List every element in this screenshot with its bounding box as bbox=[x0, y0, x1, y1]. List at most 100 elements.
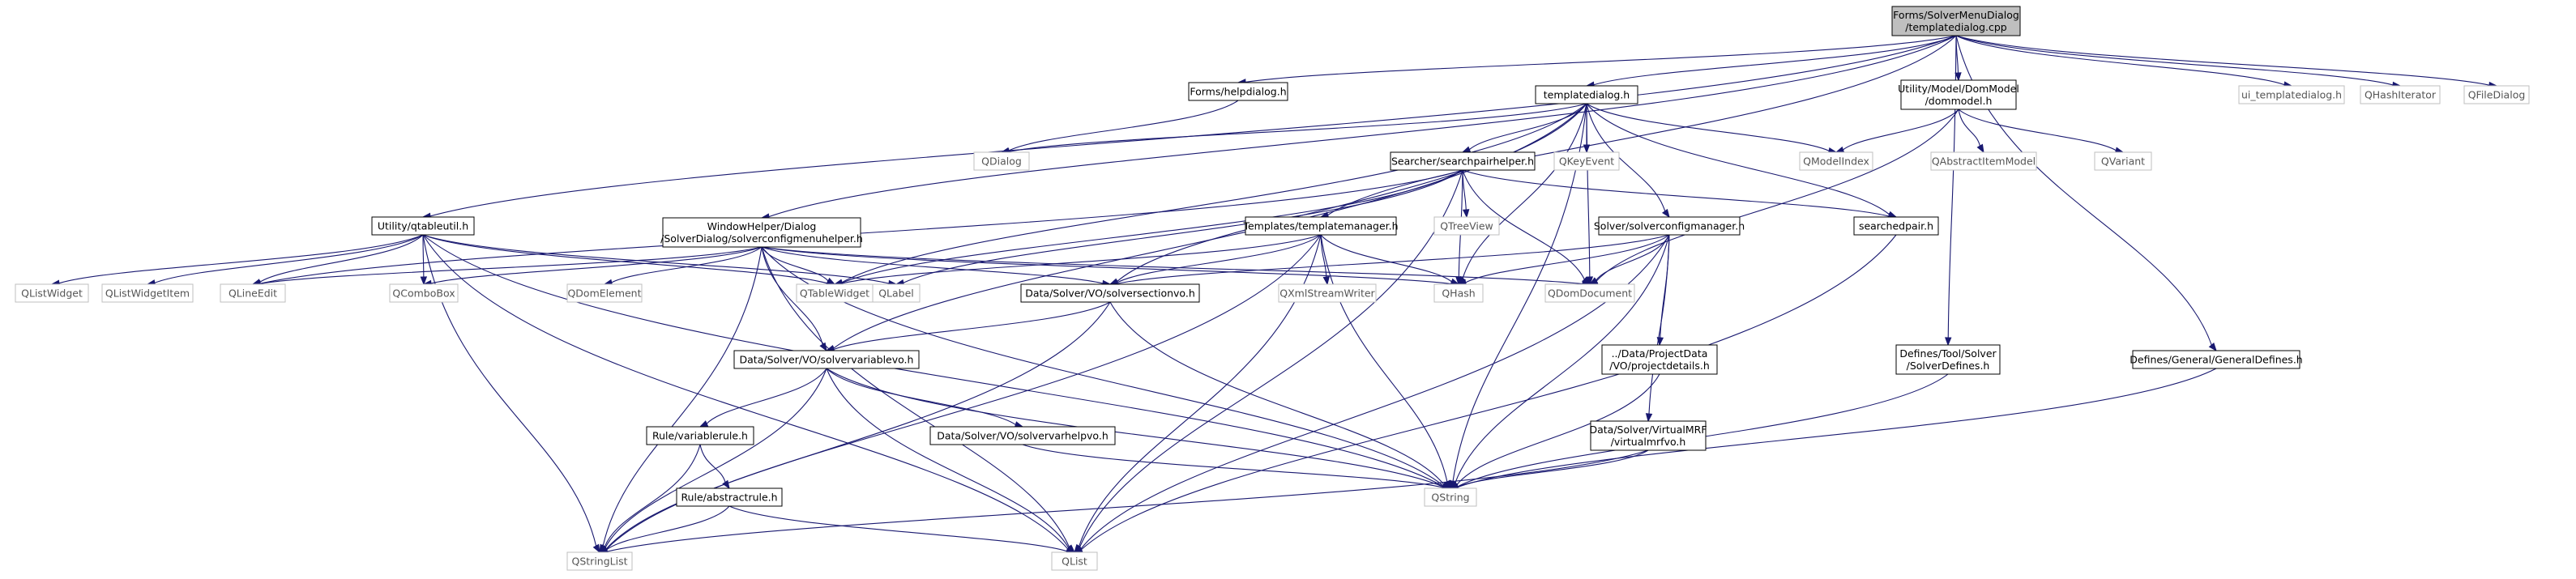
node-label: QHash bbox=[1442, 287, 1475, 300]
node-box bbox=[662, 217, 861, 248]
edge-line bbox=[422, 234, 1069, 550]
node-variablerule-h[interactable]: Rule/variablerule.h bbox=[646, 426, 754, 445]
edge-line bbox=[699, 444, 726, 483]
node-solverconfigmanager-h[interactable]: Solver/solverconfigmanager.h bbox=[1594, 216, 1745, 236]
edge-line bbox=[841, 234, 1322, 284]
edge-arrowhead bbox=[1588, 277, 1599, 285]
node-box bbox=[1278, 283, 1377, 303]
node-label: Templates/templatemanager.h bbox=[1242, 220, 1398, 232]
node-searchpairhelper-h[interactable]: Searcher/searchpairhelper.h bbox=[1390, 151, 1536, 171]
edge-line bbox=[422, 234, 828, 284]
edge-qtableutil-h-to-qstring-list bbox=[422, 234, 600, 554]
node-helpdialog-h[interactable]: Forms/helpdialog.h bbox=[1188, 82, 1288, 101]
node-qlist-widget: QListWidget bbox=[15, 283, 89, 303]
edge-line bbox=[604, 444, 701, 547]
node-label: QListWidgetItem bbox=[105, 287, 190, 300]
node-label: Utility/qtableutil.h bbox=[378, 220, 468, 232]
edge-solvervarhelpvo-h-to-qstring bbox=[1022, 444, 1452, 492]
node-solversectionvo-h[interactable]: Data/Solver/VO/solversectionvo.h bbox=[1020, 283, 1200, 303]
edge-line bbox=[611, 246, 763, 283]
node-box bbox=[2094, 151, 2152, 171]
node-qdom-document: QDomDocument bbox=[1544, 283, 1635, 303]
node-label: Data/Solver/VO/solvervarhelpvo.h bbox=[937, 430, 1109, 442]
edge-helpdialog-h-to-qdialog bbox=[1000, 100, 1239, 155]
node-solverconfigmenuhelper-h[interactable]: WindowHelper/Dialog/SolverDialog/solverc… bbox=[660, 217, 863, 248]
edge-line bbox=[761, 246, 1104, 284]
node-qdialog: QDialog bbox=[973, 151, 1030, 171]
edge-line bbox=[1457, 368, 2217, 488]
node-qlabel: QLabel bbox=[872, 283, 921, 303]
node-qtree-view: QTreeView bbox=[1433, 216, 1500, 236]
edge-line bbox=[1843, 109, 1959, 151]
edge-searchpairhelper-h-to-searchedpair-h bbox=[1462, 169, 1898, 220]
node-qtableutil-h[interactable]: Utility/qtableutil.h bbox=[371, 216, 475, 236]
node-searchedpair-h[interactable]: searchedpair.h bbox=[1853, 216, 1939, 236]
edge-line bbox=[1648, 234, 1670, 415]
node-solvervarhelpvo-h[interactable]: Data/Solver/VO/solvervarhelpvo.h bbox=[929, 426, 1116, 445]
node-solvervariablevo-h[interactable]: Data/Solver/VO/solvervariablevo.h bbox=[733, 350, 920, 369]
edge-line bbox=[1469, 103, 1587, 151]
edge-line bbox=[1955, 35, 2285, 86]
node-templatemanager-h[interactable]: Templates/templatemanager.h bbox=[1242, 216, 1399, 236]
node-virtualmrfvo-h[interactable]: Data/Solver/VirtualMRF/virtualmrfvo.h bbox=[1589, 420, 1707, 451]
node-label: templatedialog.h bbox=[1544, 89, 1630, 101]
node-label: Forms/helpdialog.h bbox=[1190, 86, 1286, 98]
node-label: QTableWidget bbox=[800, 287, 869, 300]
node-label: Defines/Tool/Solver bbox=[1899, 347, 1997, 360]
node-qline-edit: QLineEdit bbox=[220, 283, 286, 303]
edges-layer bbox=[50, 35, 2498, 556]
node-box bbox=[1598, 216, 1741, 236]
node-qdom-element: QDomElement bbox=[566, 283, 643, 303]
node-solver-defines-h[interactable]: Defines/Tool/Solver/SolverDefines.h bbox=[1895, 344, 2001, 375]
edge-solverconfigmanager-h-to-virtualmrfvo-h bbox=[1645, 234, 1670, 423]
node-box bbox=[1020, 283, 1200, 303]
edge-root-to-helpdialog-h bbox=[1237, 35, 1957, 86]
edge-line bbox=[422, 234, 597, 547]
node-label: /VO/projectdetails.h bbox=[1609, 360, 1710, 372]
edge-line bbox=[1457, 449, 1649, 487]
edge-line bbox=[1320, 234, 1452, 283]
node-box bbox=[1433, 216, 1500, 236]
edge-solverconfigmanager-h-to-projectdetails-h bbox=[1656, 234, 1670, 347]
edge-dommodel-h-to-qvariant bbox=[1958, 109, 2125, 154]
node-box bbox=[101, 283, 194, 303]
node-box bbox=[1390, 151, 1536, 171]
node-templatedialog-h[interactable]: templatedialog.h bbox=[1535, 85, 1638, 104]
node-box bbox=[1553, 151, 1620, 171]
node-root[interactable]: Forms/SolverMenuDialog/templatedialog.cp… bbox=[1891, 6, 2021, 36]
node-box bbox=[973, 151, 1030, 171]
edge-searchedpair-h-to-qlist bbox=[1073, 234, 1897, 553]
node-box bbox=[1891, 6, 2021, 36]
edge-root-to-qhash-iterator bbox=[1955, 35, 2402, 89]
edge-qtableutil-h-to-qlist-widget-item bbox=[146, 234, 424, 287]
edge-line bbox=[1320, 234, 1327, 278]
node-label: /virtualmrfvo.h bbox=[1611, 436, 1686, 448]
node-dommodel-h[interactable]: Utility/Model/DomModel/dommodel.h bbox=[1898, 79, 2019, 110]
edge-line bbox=[1022, 444, 1444, 488]
edge-arrowhead bbox=[1645, 413, 1653, 423]
node-abstractrule-h[interactable]: Rule/abstractrule.h bbox=[676, 487, 783, 507]
node-general-defines-h[interactable]: Defines/General/GeneralDefines.h bbox=[2130, 350, 2303, 369]
node-qmodel-index: QModelIndex bbox=[1799, 151, 1873, 171]
edge-line bbox=[761, 246, 1452, 285]
node-qabstract-item-model: QAbstractItemModel bbox=[1930, 151, 2037, 171]
node-label: Data/Solver/VO/solvervariablevo.h bbox=[740, 354, 914, 366]
edge-line bbox=[1462, 103, 1587, 279]
edge-templatemanager-h-to-qtable-widget bbox=[833, 234, 1322, 287]
nodes-layer: Forms/SolverMenuDialog/templatedialog.cp… bbox=[15, 6, 2530, 571]
edge-line bbox=[604, 368, 827, 548]
edge-line bbox=[1958, 109, 1980, 147]
edge-line bbox=[833, 301, 1111, 350]
edge-templatemanager-h-to-qlist bbox=[1074, 234, 1322, 554]
node-label: WindowHelper/Dialog bbox=[707, 220, 817, 232]
edge-arrowhead bbox=[1462, 209, 1470, 219]
node-box bbox=[220, 283, 286, 303]
node-label: Data/Solver/VO/solversectionvo.h bbox=[1025, 287, 1195, 300]
node-box bbox=[733, 350, 920, 369]
node-box bbox=[1544, 283, 1635, 303]
node-projectdetails-h[interactable]: ../Data/ProjectData/VO/projectdetails.h bbox=[1601, 344, 1718, 375]
edge-line bbox=[259, 169, 1463, 284]
node-qtable-widget: QTableWidget bbox=[796, 283, 874, 303]
edge-root-to-qtableutil-h bbox=[421, 35, 1957, 220]
